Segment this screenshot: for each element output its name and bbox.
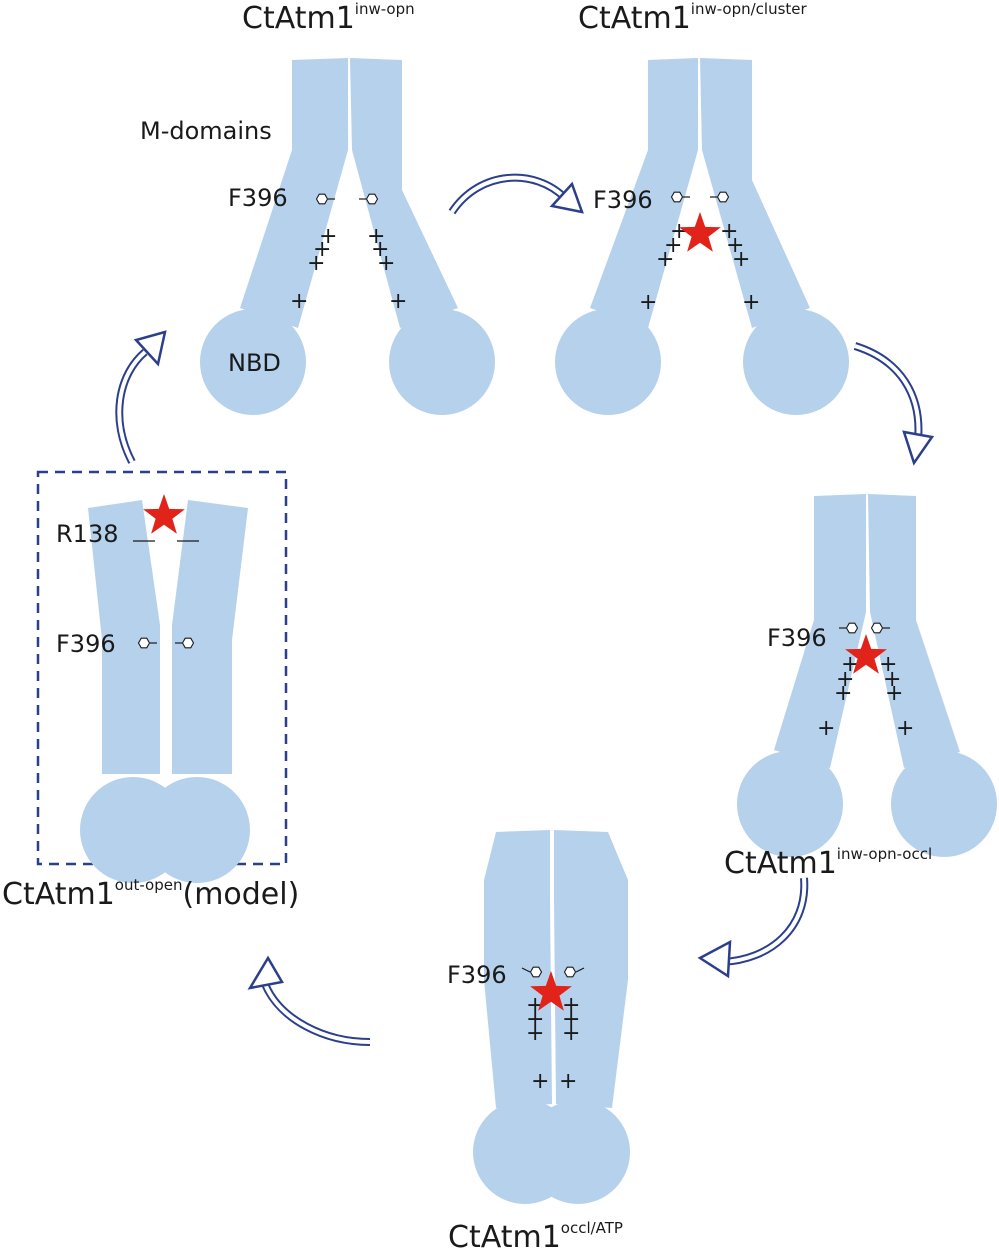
left-m-domain: [240, 58, 348, 328]
svg-text:+: +: [883, 667, 901, 692]
right-m-domain: [554, 830, 628, 1108]
r138-label: R138: [56, 520, 118, 548]
f396-label: F396: [593, 186, 653, 214]
left-nbd: [200, 309, 306, 415]
svg-text:+: +: [720, 219, 738, 244]
svg-text:+: +: [656, 247, 674, 272]
svg-text:+: +: [879, 652, 897, 677]
arrow-outward-to-inward: [115, 330, 167, 464]
left-m-domain: [774, 494, 866, 768]
nbd-label: NBD: [228, 349, 281, 377]
svg-text:+: +: [531, 1069, 549, 1094]
svg-text:+: +: [526, 993, 544, 1018]
svg-text:+: +: [367, 224, 385, 249]
left-nbd: [737, 751, 843, 857]
state-title: CtAtm1inw-opn: [242, 0, 415, 36]
phenylalanine-icon: [521, 966, 543, 978]
right-m-domain: [350, 58, 458, 328]
right-m-domain: [868, 494, 960, 768]
right-nbd: [743, 309, 849, 415]
phenylalanine-icon: [563, 966, 585, 978]
state-title: CtAtm1occl/ATP: [448, 1219, 623, 1251]
svg-text:+: +: [559, 1069, 577, 1094]
f396-label: F396: [447, 961, 507, 989]
svg-text:+: +: [836, 667, 854, 692]
svg-text:+: +: [319, 224, 337, 249]
svg-text:+: +: [664, 233, 682, 258]
left-m-domain: [88, 500, 160, 774]
right-nbd: [389, 309, 495, 415]
m-domains-label: M-domains: [140, 117, 272, 145]
positive-charges: + + + + + + + +: [526, 993, 580, 1094]
right-nbd: [891, 751, 997, 857]
svg-text:+: +: [313, 237, 331, 262]
phenylalanine-icon: [137, 637, 157, 649]
f396-label: F396: [228, 184, 288, 212]
svg-text:+: +: [562, 1021, 580, 1046]
phenylalanine-icon: [175, 637, 195, 649]
right-m-domain: [700, 58, 810, 328]
released-cluster-star-icon: [143, 494, 185, 534]
svg-text:+: +: [389, 289, 407, 314]
cluster-star-icon: [679, 212, 721, 252]
cluster-protein: [555, 58, 849, 415]
svg-text:+: +: [885, 681, 903, 706]
right-nbd: [526, 1100, 630, 1204]
svg-text:+: +: [896, 716, 914, 741]
svg-text:+: +: [732, 247, 750, 272]
left-nbd: [555, 309, 661, 415]
svg-text:+: +: [562, 1007, 580, 1032]
phenylalanine-icon: [359, 193, 379, 205]
svg-text:+: +: [526, 1021, 544, 1046]
state-outward-open-model: CtAtm1out-open(model) R138 F396: [2, 470, 299, 912]
state-inward-open-occluded: CtAtm1inw-opn-occl F396 + + + + + + + +: [724, 494, 997, 881]
cycle-arrows: [115, 173, 935, 1046]
svg-text:+: +: [817, 716, 835, 741]
svg-text:+: +: [290, 289, 308, 314]
phenylalanine-icon: [710, 191, 730, 203]
arrow-occluded-to-atp: [697, 877, 809, 979]
inward-open-protein: [200, 58, 495, 415]
svg-text:+: +: [670, 219, 688, 244]
arrow-atp-to-outward: [247, 955, 371, 1046]
svg-text:+: +: [726, 233, 744, 258]
state-title: CtAtm1inw-opn/cluster: [578, 0, 808, 36]
positive-charges: + + + + + + + +: [817, 652, 914, 741]
svg-text:+: +: [639, 290, 657, 315]
svg-text:+: +: [377, 251, 395, 276]
svg-text:+: +: [742, 290, 760, 315]
f396-label: F396: [767, 624, 827, 652]
arrow-inward-to-cluster: [448, 173, 584, 215]
left-m-domain: [590, 58, 698, 328]
state-occluded-atp: CtAtm1occl/ATP F396 + + + + + + + +: [447, 830, 630, 1251]
phenylalanine-icon: [315, 193, 335, 205]
state-inward-open-cluster: CtAtm1inw-opn/cluster F396 + + + + + + +…: [555, 0, 849, 415]
state-title: CtAtm1inw-opn-occl: [724, 845, 932, 881]
state-title: CtAtm1out-open(model): [2, 876, 299, 912]
svg-text:+: +: [371, 237, 389, 262]
phenylalanine-icon: [670, 191, 690, 203]
left-m-domain: [484, 830, 552, 1108]
svg-text:+: +: [526, 1007, 544, 1032]
occluded-protein: [737, 494, 997, 857]
svg-text:+: +: [834, 681, 852, 706]
occluded-atp-protein: [473, 830, 630, 1204]
phenylalanine-icon: [870, 622, 890, 634]
state-inward-open: CtAtm1inw-opn M-domains NBD F396 + + + +…: [140, 0, 495, 415]
positive-charges: + + + + + + + +: [290, 224, 407, 314]
right-m-domain: [172, 500, 248, 774]
right-nbd: [144, 777, 250, 883]
phenylalanine-icon: [839, 622, 859, 634]
positive-charges: + + + + + + + +: [639, 219, 760, 315]
outward-open-protein: [80, 500, 250, 883]
f396-label: F396: [56, 630, 116, 658]
svg-text:+: +: [562, 993, 580, 1018]
svg-text:+: +: [307, 251, 325, 276]
arrow-cluster-to-occluded: [853, 342, 935, 466]
model-dashed-box: [36, 470, 288, 866]
